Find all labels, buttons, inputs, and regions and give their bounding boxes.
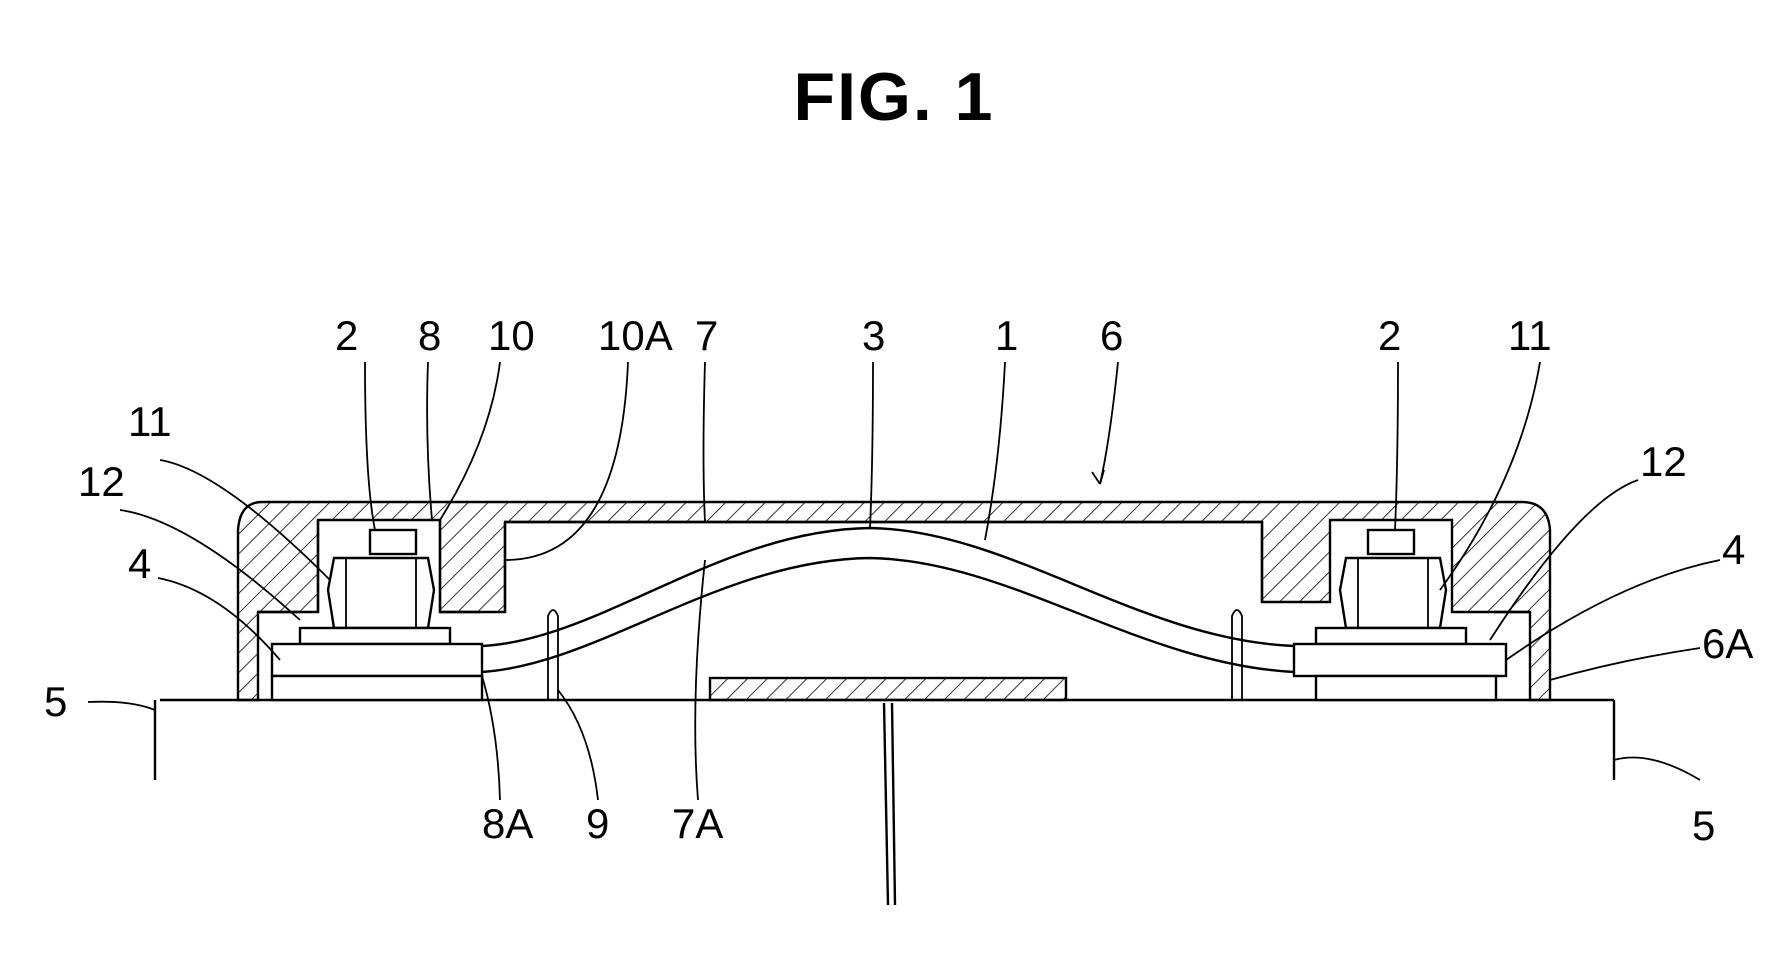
label-8A: 8A bbox=[482, 800, 533, 847]
label-1: 1 bbox=[995, 312, 1018, 359]
label-10: 10 bbox=[488, 312, 535, 359]
spring-element bbox=[482, 528, 1294, 672]
lead-wire bbox=[884, 703, 895, 905]
label-12-right: 12 bbox=[1640, 438, 1687, 485]
label-11-right: 11 bbox=[1508, 312, 1552, 359]
label-2-right: 2 bbox=[1378, 312, 1401, 359]
label-10A: 10A bbox=[598, 312, 673, 359]
label-8: 8 bbox=[418, 312, 441, 359]
label-4-right: 4 bbox=[1722, 526, 1745, 573]
label-3: 3 bbox=[862, 312, 885, 359]
center-plate bbox=[710, 678, 1066, 700]
label-4-left: 4 bbox=[128, 540, 151, 587]
label-7A: 7A bbox=[672, 800, 723, 847]
label-12-left: 12 bbox=[78, 458, 125, 505]
label-2-left: 2 bbox=[335, 312, 358, 359]
label-9: 9 bbox=[586, 800, 609, 847]
label-7: 7 bbox=[695, 312, 718, 359]
label-5-right: 5 bbox=[1692, 802, 1715, 849]
label-11-left: 11 bbox=[128, 398, 172, 445]
label-5-left: 5 bbox=[44, 678, 67, 725]
label-6: 6 bbox=[1100, 312, 1123, 359]
label-6A: 6A bbox=[1702, 620, 1753, 667]
